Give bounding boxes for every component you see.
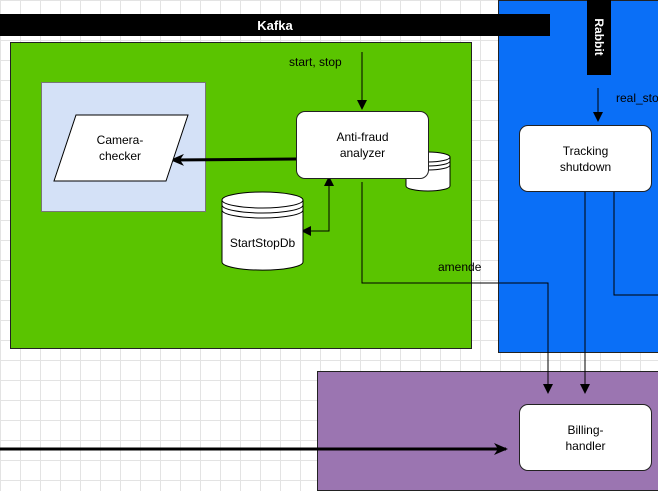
- edge-antifraud-camera: [170, 153, 297, 166]
- edge-label-real-stop: real_stop: [616, 91, 658, 105]
- edge-label-amende: amende: [438, 260, 482, 274]
- camera-checker-shape[interactable]: [53, 114, 189, 182]
- billing-handler[interactable]: Billing- handler: [519, 404, 652, 471]
- edge-offpage-right: [613, 192, 658, 296]
- tracking-shutdown[interactable]: Tracking shutdown: [519, 125, 652, 192]
- diagram-connectors: [0, 52, 658, 455]
- edge-amende: [361, 182, 553, 394]
- camera-checker-text: Camera- checker: [96, 133, 144, 163]
- kafka-bar[interactable]: Kafka: [0, 14, 550, 36]
- camera-checker-label: Camera- checker: [70, 127, 170, 169]
- anti-fraud-analyzer[interactable]: Anti-fraud analyzer: [296, 111, 429, 179]
- tracking-shutdown-text: Tracking shutdown: [559, 143, 612, 174]
- start-stop-db-cylinder[interactable]: [221, 191, 304, 271]
- edge-label-start-stop: start, stop: [289, 55, 342, 69]
- start-stop-db-label: StartStopDb: [229, 236, 296, 250]
- anti-fraud-text: Anti-fraud analyzer: [336, 130, 389, 160]
- billing-handler-text: Billing- handler: [565, 422, 606, 453]
- kafka-label: Kafka: [257, 17, 293, 33]
- edge-db-antifraud: [301, 176, 334, 236]
- rabbit-bar[interactable]: Rabbit: [587, 0, 611, 75]
